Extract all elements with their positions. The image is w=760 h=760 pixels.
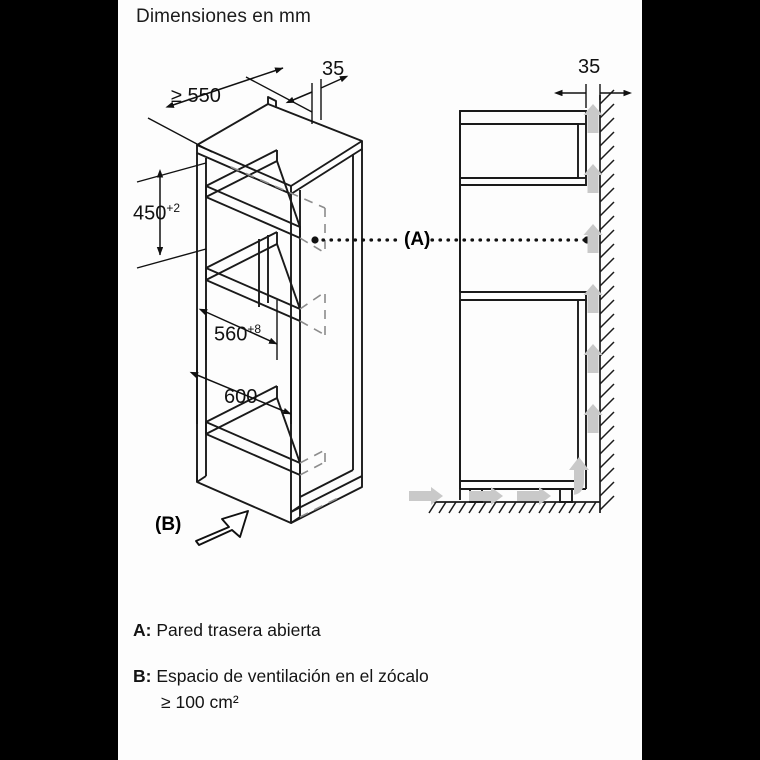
dimension-height-450	[136, 162, 207, 269]
niche-height-tolerance: +2	[166, 201, 181, 215]
rear-wall-hatching	[599, 89, 615, 513]
dimension-label-depth: ≥ 550	[171, 85, 221, 107]
hidden-edges	[230, 166, 341, 518]
dimension-label-niche-height: 450+2	[133, 201, 180, 226]
dimension-depth-550	[147, 67, 313, 153]
callout-a-label: (A)	[404, 229, 431, 250]
dimension-label-top-gap: 35	[322, 58, 345, 80]
legend-a-text: Pared trasera abierta	[156, 620, 321, 640]
legend-item-a: A: Pared trasera abierta	[133, 620, 321, 641]
callout-b-label: (B)	[155, 514, 182, 535]
isometric-cabinet	[196, 96, 363, 524]
legend-item-b-line2: ≥ 100 cm²	[161, 692, 239, 712]
dimension-label-cabinet-width: 600	[224, 386, 258, 408]
legend-item-b: B: Espacio de ventilación en el zócalo	[133, 666, 429, 687]
legend-b-key: B:	[133, 666, 152, 686]
niche-width-tolerance: +8	[247, 322, 262, 336]
page-title: Dimensiones en mm	[136, 6, 311, 27]
legend-b-text: Espacio de ventilación en el zócalo	[156, 666, 429, 686]
airflow-arrows	[409, 104, 603, 505]
dimension-width-560	[198, 300, 278, 360]
dimension-width-600	[189, 360, 292, 424]
callout-b-arrow	[195, 510, 249, 546]
side-view-appliance	[459, 110, 587, 503]
floor-hatching	[428, 501, 600, 514]
dimension-gap-35-iso	[285, 75, 349, 124]
dimension-label-niche-width: 560+8	[214, 322, 261, 347]
dimension-gap-35-side	[554, 84, 632, 108]
dimension-label-side-gap: 35	[578, 56, 601, 78]
legend-a-key: A:	[133, 620, 152, 640]
niche-width-value: 560	[214, 323, 248, 346]
niche-height-value: 450	[133, 202, 167, 225]
